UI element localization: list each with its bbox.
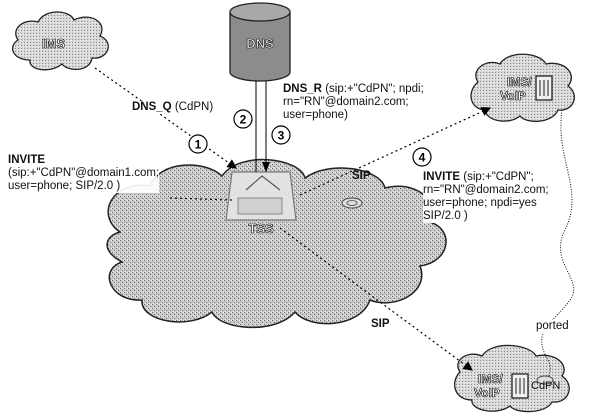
dns-query-label: DNS_Q (CdPN) [132,101,214,114]
ported-label: ported [536,320,569,333]
ims-voip-top-label-2: VoIP [500,89,526,103]
server-icon-top [535,75,553,101]
ims-left-label: IMS [42,36,65,51]
dns-link-arrowhead [262,162,270,172]
step-2: 2 [233,109,253,129]
tss-node [225,171,297,221]
step-1: 1 [188,134,208,154]
dns-response-block: DNS_R (sip:+"CdPN"; npdi; rn="RN"@domain… [283,83,424,122]
sip-bottom-label: SIP [371,318,390,330]
dns-label: DNS [246,36,274,51]
cdpn-label: CdPN [531,380,560,392]
sip-top-label: SIP [352,170,371,182]
ims-left-cloud [12,11,109,71]
svg-text:4: 4 [419,151,426,165]
step-4: 4 [412,147,432,167]
ported-link [541,109,575,379]
invite-request-block: INVITE (sip:+"CdPN"@domain1.com; user=ph… [8,154,160,193]
antenna-icon [341,197,363,209]
svg-text:1: 1 [195,138,202,152]
ims-voip-bottom-label-1: IMS/ [478,372,503,386]
invite-forward-block: INVITE (sip:+"CdPN"; rn="RN"@domain2.com… [423,171,549,223]
invite-to-tss-link [169,197,233,201]
step-3: 3 [271,125,291,145]
dns-database [229,2,291,82]
server-icon-bottom [511,373,529,399]
svg-text:3: 3 [278,129,285,143]
ims-to-tss-link [94,67,237,169]
ims-voip-top-label-1: IMS/ [507,75,532,89]
svg-text:2: 2 [240,113,247,127]
antenna-icon-inner [346,200,358,206]
ims-voip-bottom-label-2: VoIP [474,386,500,400]
tss-label: TSS [248,221,274,236]
antenna-icon-bottom [536,375,554,385]
